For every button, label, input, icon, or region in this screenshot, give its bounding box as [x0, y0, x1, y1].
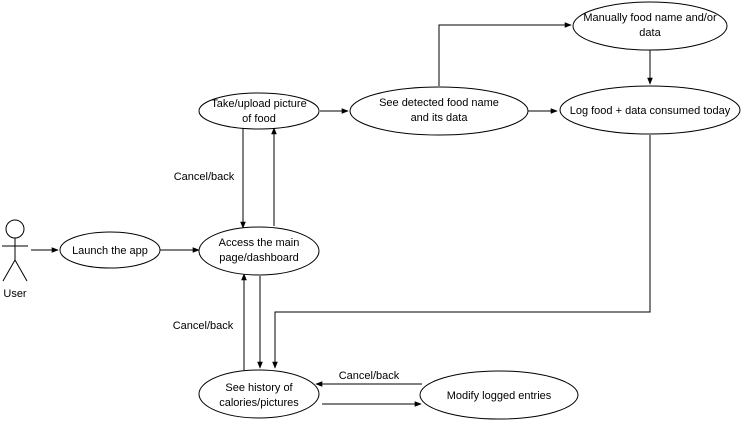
- edge-log-to-history: [272, 135, 651, 369]
- node-dashboard: Access the main page/dashboard: [198, 226, 320, 276]
- actor-right-leg: [14, 259, 28, 282]
- node-label-line-1: Access the main: [219, 237, 300, 249]
- node-shape: [198, 226, 320, 276]
- node-log-food: Log food + data consumed today: [559, 85, 741, 135]
- node-history: See history of calories/pictures: [198, 369, 320, 419]
- edge-label-cancel-history: Cancel/back: [173, 320, 234, 332]
- node-shape: [559, 85, 741, 135]
- actor-head: [5, 219, 25, 239]
- node-launch-app: Launch the app: [59, 231, 161, 269]
- edge-detect-to-manual: [438, 22, 572, 86]
- node-label-line-1: Take/upload picture: [211, 98, 306, 110]
- node-label: Log food + data consumed today: [570, 105, 731, 117]
- actor-left-leg: [2, 259, 16, 282]
- node-label-line-2: calories/pictures: [219, 397, 299, 409]
- node-label-line-1: See history of: [225, 382, 293, 394]
- node-shape: [572, 1, 728, 51]
- node-label-line-2: page/dashboard: [219, 252, 299, 264]
- node-modify-entries: Modify logged entries: [419, 370, 579, 420]
- node-label-line-2: data: [639, 27, 661, 39]
- node-manual-food: Manually food name and/or data: [572, 1, 728, 51]
- node-detected-food: See detected food name and its data: [349, 86, 529, 136]
- node-label-line-1: Manually food name and/or: [583, 12, 717, 24]
- node-label-line-2: and its data: [411, 112, 469, 124]
- node-shape: [349, 86, 529, 136]
- edge-label-cancel-modify: Cancel/back: [339, 370, 400, 382]
- user-actor: User: [2, 219, 28, 300]
- node-label-line-1: See detected food name: [379, 97, 499, 109]
- node-take-upload-picture: Take/upload picture of food: [198, 92, 320, 130]
- node-shape: [198, 369, 320, 419]
- node-shape: [59, 231, 161, 269]
- node-label-line-2: of food: [242, 113, 276, 125]
- node-shape: [198, 92, 320, 130]
- actor-label: User: [3, 288, 27, 300]
- node-shape: [419, 370, 579, 420]
- edge-label-cancel-take: Cancel/back: [174, 171, 235, 183]
- node-label: Launch the app: [72, 245, 148, 257]
- node-label: Modify logged entries: [447, 390, 552, 402]
